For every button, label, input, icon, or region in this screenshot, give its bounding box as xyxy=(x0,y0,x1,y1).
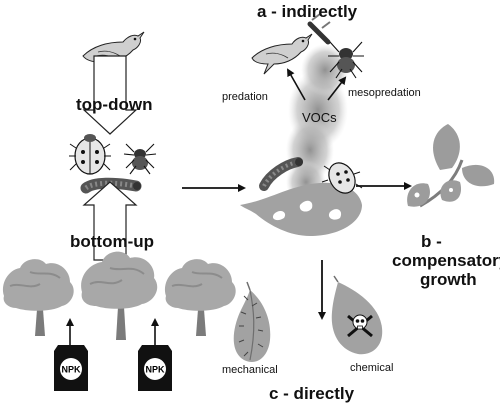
skull-crossbones-icon xyxy=(347,314,373,338)
vocs-label: VOCs xyxy=(302,110,337,125)
c-directly-label: c - directly xyxy=(269,384,355,403)
spider-icon xyxy=(328,41,364,79)
leaf-icon xyxy=(233,281,271,362)
leaf-icon xyxy=(331,275,383,355)
bottom-up-label: bottom-up xyxy=(70,232,155,251)
tree-icon xyxy=(164,259,236,336)
wasp-icon xyxy=(307,13,331,45)
predation-arrow xyxy=(287,68,306,101)
npk-bag-label-left: NPK xyxy=(61,365,81,375)
npk-bag-label-right: NPK xyxy=(145,365,165,375)
fertilizer-bag-icon: NPK xyxy=(54,345,88,391)
b-label-line3: growth xyxy=(420,270,477,289)
branch-icon xyxy=(407,124,495,208)
spider-icon xyxy=(123,143,157,175)
tree-icon xyxy=(2,259,74,336)
a-indirectly-label: a - indirectly xyxy=(257,2,358,21)
caterpillar-icon xyxy=(259,157,303,191)
mesopredation-arrow xyxy=(327,76,347,101)
tree-icon xyxy=(81,251,158,340)
mechanical-label: mechanical xyxy=(222,364,278,376)
bottom-up-arrow xyxy=(82,181,138,261)
b-label-line2: compensatory xyxy=(392,251,500,270)
top-down-arrow xyxy=(82,55,138,135)
chemical-label: chemical xyxy=(350,362,394,374)
b-label-line1: b - xyxy=(421,232,442,251)
predation-label: predation xyxy=(222,91,268,103)
beetle-icon xyxy=(321,162,363,194)
leaf-icon xyxy=(240,182,362,236)
beetle-icon xyxy=(69,134,111,175)
top-down-label: top-down xyxy=(76,95,153,114)
bird-icon xyxy=(251,33,313,75)
mesopredation-label: mesopredation xyxy=(348,87,421,99)
fertilizer-bag-icon: NPK xyxy=(138,345,172,391)
caterpillar-icon xyxy=(80,177,142,194)
